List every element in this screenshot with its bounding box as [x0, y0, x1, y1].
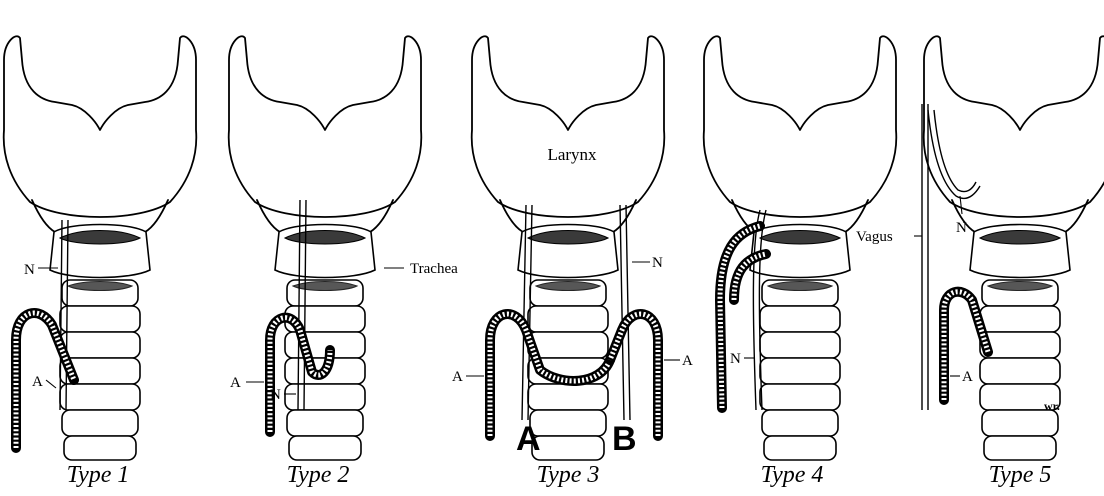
larynx-drawing: [229, 36, 422, 232]
label-n: N: [270, 387, 281, 403]
label-larynx: Larynx: [547, 145, 597, 164]
label-a: A: [962, 369, 973, 385]
caption-type-2: Type 2: [287, 462, 350, 488]
larynx-drawing: [4, 36, 197, 232]
panel-type-3: Larynx N A A A B Type 3: [452, 36, 693, 488]
larynx-drawing: [924, 36, 1104, 232]
caption-type-1: Type 1: [67, 462, 130, 488]
nerve-line: [928, 110, 980, 198]
label-n: N: [24, 262, 35, 278]
panel-type-5: N Vagus A wr. Type 5: [856, 36, 1104, 488]
larynx-drawing: [704, 36, 897, 232]
signature: wr.: [1044, 399, 1060, 413]
label-vagus: Vagus: [856, 229, 893, 245]
panel-type-2: Trachea A N Type 2: [229, 36, 458, 488]
letter-b: B: [612, 420, 637, 458]
trachea-drawing: [275, 225, 375, 461]
label-n: N: [652, 255, 663, 271]
larynx-drawing: [472, 36, 665, 232]
label-n: N: [730, 351, 741, 367]
panel-type-4: N Type 4: [704, 36, 897, 488]
caption-type-4: Type 4: [761, 462, 824, 488]
caption-type-5: Type 5: [989, 462, 1052, 488]
label-a: A: [32, 374, 43, 390]
caption-type-3: Type 3: [537, 462, 600, 488]
label-a: A: [230, 375, 241, 391]
trachea-drawing: [750, 225, 850, 461]
trachea-drawing: [50, 225, 150, 461]
label-n: N: [956, 220, 967, 236]
label-trachea: Trachea: [410, 261, 458, 277]
letter-a: A: [516, 420, 541, 458]
panel-type-1: N A Type 1: [4, 36, 197, 488]
label-a-left: A: [452, 369, 463, 385]
label-a-right: A: [682, 353, 693, 369]
